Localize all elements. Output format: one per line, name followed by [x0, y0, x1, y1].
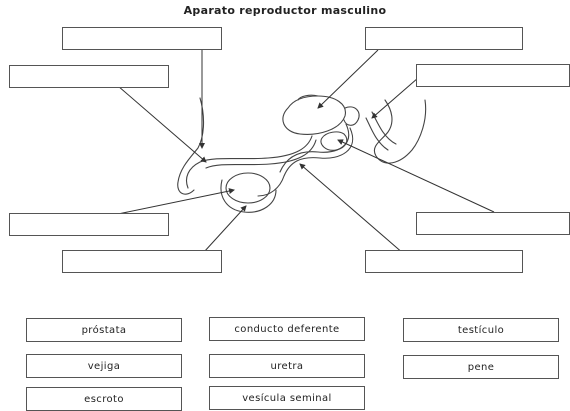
leader-top-right [317, 49, 379, 109]
testis-shape [225, 172, 271, 204]
prostate-shape [320, 131, 348, 151]
leader-upper-right [371, 77, 419, 119]
word-escroto[interactable]: escroto [26, 387, 182, 411]
leader-upper-left [117, 85, 207, 163]
answer-box-top-right[interactable] [365, 27, 523, 50]
answer-box-upper-left[interactable] [9, 65, 169, 88]
answer-box-mid-right[interactable] [416, 212, 570, 235]
word-testiculo[interactable]: testículo [403, 318, 559, 342]
answer-box-top-left[interactable] [62, 27, 222, 50]
vas-deferens-shape [257, 127, 354, 197]
body-outline [177, 97, 205, 195]
leader-bottom-right [299, 163, 405, 255]
answer-box-upper-right[interactable] [416, 64, 570, 87]
urethra-shape [185, 135, 313, 189]
body-back-outline [373, 99, 427, 164]
bladder-shape [282, 95, 346, 135]
answer-box-mid-left[interactable] [9, 213, 169, 236]
word-prostata[interactable]: próstata [26, 318, 182, 342]
seminal-vesicle-shape [343, 106, 360, 126]
word-uretra[interactable]: uretra [209, 354, 365, 378]
leader-mid-left [117, 188, 235, 215]
word-conducto-deferente[interactable]: conducto deferente [209, 317, 365, 341]
diagram-title: Aparato reproductor masculino [183, 4, 387, 17]
scrotum-shape [220, 179, 277, 213]
answer-box-bottom-left[interactable] [62, 250, 222, 273]
word-vesicula-seminal[interactable]: vesícula seminal [209, 386, 365, 410]
leader-bottom-left [203, 205, 247, 253]
word-vejiga[interactable]: vejiga [26, 354, 182, 378]
answer-box-bottom-right[interactable] [365, 250, 523, 273]
leader-mid-right [337, 139, 495, 213]
word-pene[interactable]: pene [403, 355, 559, 379]
